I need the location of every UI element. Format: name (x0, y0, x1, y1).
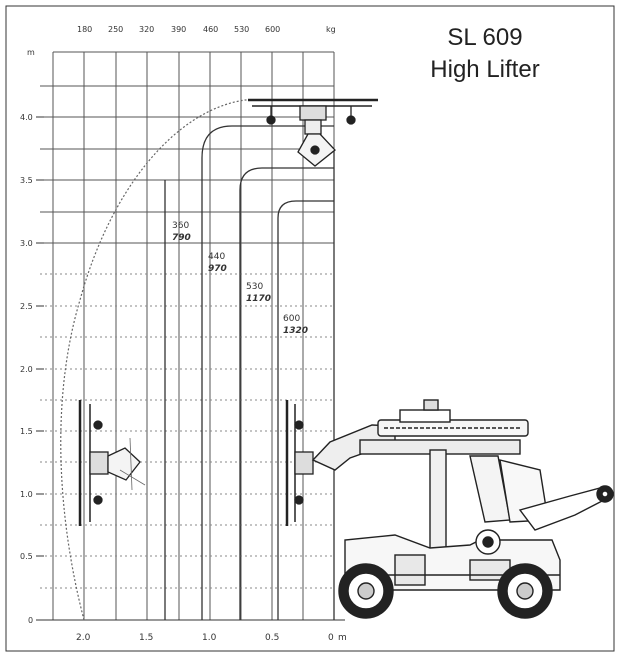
top-axis-unit: kg (326, 25, 336, 34)
zone-load-label: 440 (208, 252, 225, 262)
zone-counterweight-label: 1170 (246, 294, 271, 304)
left-tick-label: 0 (28, 616, 33, 625)
zone-boundaries (164, 125, 334, 620)
grid-vertical (52, 52, 335, 620)
left-tick-label: 2.5 (20, 302, 33, 311)
zone-load-label: 530 (246, 282, 263, 292)
grid-horizontal-solid (40, 51, 334, 244)
zone-counterweight-label: 790 (172, 233, 191, 243)
left-tick-label: 1.0 (20, 490, 33, 499)
top-tick-label: 320 (139, 25, 154, 34)
frame (5, 5, 615, 652)
grid-horizontal-dotted (40, 273, 334, 589)
zone-counterweight-label: 970 (208, 264, 227, 274)
left-tick-label: 2.0 (20, 365, 33, 374)
top-tick-label: 250 (108, 25, 123, 34)
bottom-tick-label: 1.0 (202, 633, 217, 643)
title-product: High Lifter (430, 56, 540, 83)
zone-load-label: 600 (283, 314, 300, 324)
left-tick-label: 3.5 (20, 176, 33, 185)
top-tick-label: 390 (171, 25, 186, 34)
machine-boom (311, 399, 614, 561)
top-tick-label: 530 (234, 25, 249, 34)
left-tick-label: 1.5 (20, 427, 33, 436)
left-axis-ticks (36, 116, 44, 621)
zone-counterweight-label: 1320 (283, 326, 308, 336)
top-tick-label: 180 (77, 25, 92, 34)
bottom-tick-label: 0.5 (265, 633, 279, 643)
reach-envelope-curve (60, 99, 334, 621)
title-model: SL 609 (447, 24, 523, 51)
top-tick-label: 600 (265, 25, 280, 34)
vacuum-lifter-left (78, 400, 146, 526)
bottom-tick-label: 2.0 (76, 633, 91, 643)
left-axis-unit: m (27, 48, 35, 57)
left-tick-label: 3.0 (20, 239, 33, 248)
bottom-tick-label: 0 (328, 633, 334, 643)
machine-wheels (338, 529, 553, 619)
bottom-axis-unit: m (338, 633, 347, 643)
vacuum-lifter-machine (285, 400, 314, 526)
left-tick-label: 0.5 (20, 552, 33, 561)
zone-load-label: 360 (172, 221, 189, 231)
vacuum-lifter-top (248, 98, 378, 167)
left-tick-label: 4.0 (20, 113, 33, 122)
bottom-tick-label: 1.5 (139, 633, 153, 643)
top-tick-label: 460 (203, 25, 218, 34)
